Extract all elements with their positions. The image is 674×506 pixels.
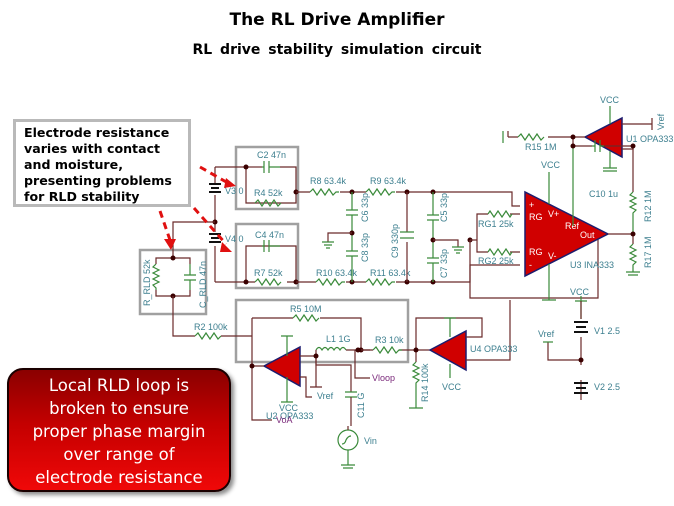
supply-stack: VCC Vref V1 2.5 V2 2.5: [538, 287, 620, 400]
u1-opa333: VCC Vref U1 OPA333 R15 1M C10 1u R12 1M …: [502, 95, 673, 276]
vin-source: Vin: [337, 426, 377, 469]
supply-vref-label: Vref: [538, 329, 555, 339]
wire-v-to-rld: [172, 221, 215, 258]
r17-label: R17 1M: [643, 236, 653, 268]
v2-label: V2 2.5: [594, 382, 620, 392]
c5-c7-caps: C5 33p C7 33p: [427, 192, 464, 282]
r12-label: R12 1M: [643, 190, 653, 222]
arrow-to-rld-electrode: [158, 210, 172, 241]
r4-label: R4 52k: [254, 188, 283, 198]
u4-label: U4 OPA333: [470, 344, 517, 354]
r2-resistor: R2 100k: [194, 322, 252, 341]
u2-opa333: R5 10M L1 1G VCC U2 OPA333 Vref Vloop Vo…: [249, 304, 395, 426]
u3-pin-rg-bottom: RG: [529, 247, 543, 257]
vin-icon: [337, 429, 359, 451]
r11-label: R11 63.4k: [370, 268, 411, 278]
vin-label: Vin: [364, 436, 377, 446]
c8-label: C8 33p: [360, 233, 370, 262]
electrode-box-bottom: [234, 222, 300, 290]
r10-label: R10 63.4k: [316, 268, 358, 278]
supply-vcc-label: VCC: [570, 287, 590, 297]
u3-pin-minus: -: [529, 260, 532, 270]
rg1-label: RG1 25k: [478, 219, 514, 229]
u1-vref-label: Vref: [656, 113, 666, 130]
rld-loop-note: Local RLD loop is broken to ensure prope…: [7, 368, 231, 492]
c6-c8-caps: C6 33p C8 33p: [322, 192, 370, 282]
vloop-label: Vloop: [372, 373, 395, 383]
c-rld-label: C_RLD 47n: [198, 261, 208, 308]
upper-filter: R8 63.4k R9 63.4k: [296, 176, 520, 207]
arrow-to-bottom-electrode: [192, 207, 228, 245]
c9-label: C9 330p: [390, 224, 400, 258]
u2-triangle: [262, 345, 301, 388]
electrode-resistance-callout: Electrode resistance varies with contact…: [13, 119, 191, 207]
c9-cap: C9 330p: [390, 192, 414, 282]
wire-rld-to-r2: [172, 296, 195, 337]
c4-label: C4 47n: [255, 230, 284, 240]
u4-triangle: [428, 329, 467, 372]
u4-vcc-label: VCC: [442, 382, 462, 392]
c5-label: C5 33p: [439, 193, 449, 222]
c10-label: C10 1u: [589, 189, 618, 199]
rg2-label: RG2 25k: [478, 256, 514, 266]
u3-pin-ref: Ref: [565, 221, 580, 231]
v3-label: V3 0: [225, 186, 244, 196]
u3-pin-out: Out: [580, 230, 595, 240]
electrode-box-top: [234, 145, 300, 211]
u3-pin-vplus: V+: [548, 209, 559, 219]
slide-subtitle: RL drive stability simulation circuit: [192, 42, 482, 58]
r7-label: R7 52k: [254, 268, 283, 278]
u2-vref-label: Vref: [317, 391, 334, 401]
u3-label: U3 INA333: [570, 260, 614, 270]
l1-label: L1 1G: [326, 334, 351, 344]
u3-vcc-label: VCC: [541, 160, 561, 170]
u1-triangle: [583, 116, 623, 159]
r9-label: R9 63.4k: [370, 176, 407, 186]
u2-vcc-label: VCC: [279, 403, 299, 413]
u3-pin-rg-top: RG: [529, 212, 543, 222]
slide-title: The RL Drive Amplifier: [229, 10, 445, 30]
voa-label: VoA: [276, 415, 293, 425]
u3-pin-vminus: V-: [548, 251, 557, 261]
rld-electrode-network: R_RLD 52k C_RLD 47n: [142, 255, 208, 308]
callout-arrows: [158, 165, 236, 252]
u4-opa333: R3 10k U4 OPA333 VCC R14 100k: [361, 300, 517, 409]
r3-label: R3 10k: [375, 335, 404, 345]
c2-label: C2 47n: [257, 150, 286, 160]
u2-label: U2 OPA333: [266, 411, 313, 421]
c2-r4-network: C2 47n R4 52k: [215, 150, 299, 208]
c7-label: C7 33p: [439, 249, 449, 278]
c6-label: C6 33p: [360, 193, 370, 222]
r8-label: R8 63.4k: [310, 176, 347, 186]
u1-label: U1 OPA333: [626, 134, 673, 144]
arrow-to-top-electrode: [199, 165, 229, 185]
r-rld-label: R_RLD 52k: [142, 259, 152, 306]
u3-pin-plus: +: [529, 200, 534, 210]
v1-label: V1 2.5: [594, 326, 620, 336]
v4-label: V4 0: [225, 234, 244, 244]
r2-label: R2 100k: [194, 322, 228, 332]
u3-ina333: VCC + RG RG - V+ V- Ref Out U3 INA333: [524, 160, 614, 301]
r5-label: R5 10M: [290, 304, 322, 314]
loop-box: [234, 298, 410, 364]
c11-label: C11 G: [356, 393, 366, 418]
lower-filter: R10 63.4k R11 63.4k: [296, 264, 520, 287]
c4-r7-network: C4 47n R7 52k: [215, 230, 299, 287]
r15-label: R15 1M: [525, 142, 557, 152]
r14-label: R14 100k: [420, 363, 430, 402]
u3-triangle: [524, 190, 610, 278]
u1-vcc-label: VCC: [600, 95, 620, 105]
gain-resistors: RG1 25k RG2 25k: [467, 209, 599, 299]
